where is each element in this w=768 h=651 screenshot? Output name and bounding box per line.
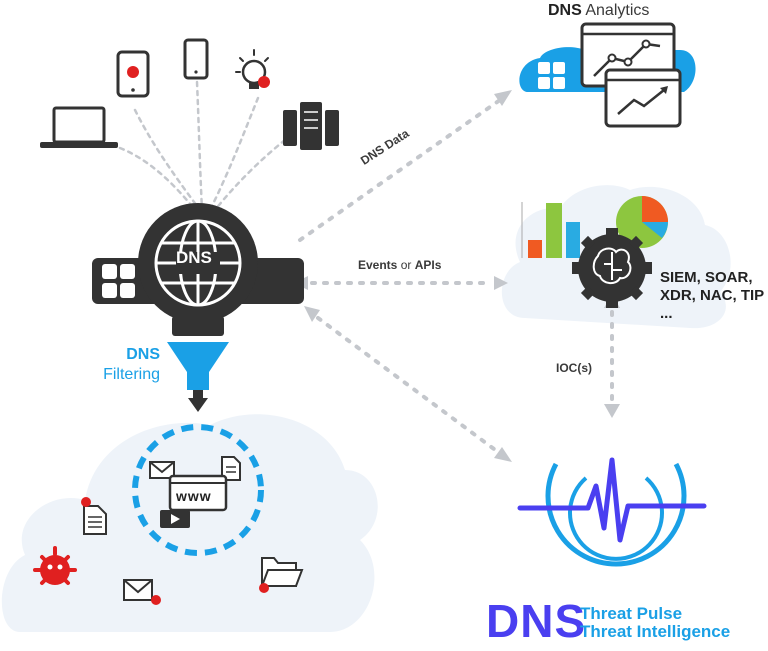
www-label: www — [176, 488, 212, 504]
gear-brain-icon — [572, 228, 652, 308]
video-icon — [160, 510, 190, 528]
siem-line-3: ... — [660, 305, 673, 322]
edge-dns-data — [298, 90, 512, 242]
edge-events-apis — [294, 276, 508, 290]
server-icon — [283, 102, 339, 150]
laptop-icon — [40, 106, 118, 148]
dns-analytics-title: DNS Analytics — [548, 2, 649, 20]
filtering-bold: DNS — [126, 346, 160, 363]
analytics-title-rest: Analytics — [581, 2, 650, 19]
tablet-malware-icon — [116, 50, 150, 98]
edge-label-ioc: IOC(s) — [556, 361, 592, 375]
cloud-email-icon — [123, 579, 161, 605]
events-or: or — [397, 258, 415, 272]
apis-bold: APIs — [414, 258, 442, 272]
folder-icon — [259, 557, 304, 593]
events-bold: Events — [358, 258, 398, 272]
siem-line-2: XDR, NAC, TIP — [660, 287, 765, 304]
malware-icon — [33, 546, 77, 585]
brand-dns: DNS — [486, 595, 587, 647]
filtering-rest: Filtering — [103, 366, 160, 383]
siem-line-1: SIEM, SOAR, — [660, 269, 753, 286]
analytics-title-bold: DNS — [548, 2, 582, 19]
brand-line-2: Threat Intelligence — [580, 622, 731, 641]
edge-threat-pulse — [304, 306, 512, 462]
browser-window — [168, 474, 228, 512]
brand-subtitle: Threat Pulse Threat Intelligence — [580, 605, 730, 641]
analytics-squares — [538, 62, 565, 89]
lightbulb-icon — [235, 49, 270, 89]
email-icon — [149, 461, 175, 479]
pie-chart-icon — [616, 196, 668, 248]
siem-label: SIEM, SOAR, XDR, NAC, TIP ... — [660, 269, 764, 323]
dns-hub — [92, 203, 304, 336]
globe-label: DNS — [176, 248, 212, 267]
trend-chart-icon — [604, 68, 682, 128]
bar-chart-icon — [521, 202, 580, 258]
edge-label-events-apis: Events or APIs — [358, 258, 441, 272]
cloud-document-icon — [81, 497, 107, 535]
pulse-icon — [517, 457, 707, 567]
dns-filtering-label: DNS Filtering — [80, 345, 160, 385]
phone-icon — [183, 38, 209, 80]
funnel-icon — [167, 342, 229, 412]
brand-line-1: Threat Pulse — [580, 604, 683, 623]
device-connectors — [118, 80, 287, 212]
filter-circle — [132, 424, 264, 556]
